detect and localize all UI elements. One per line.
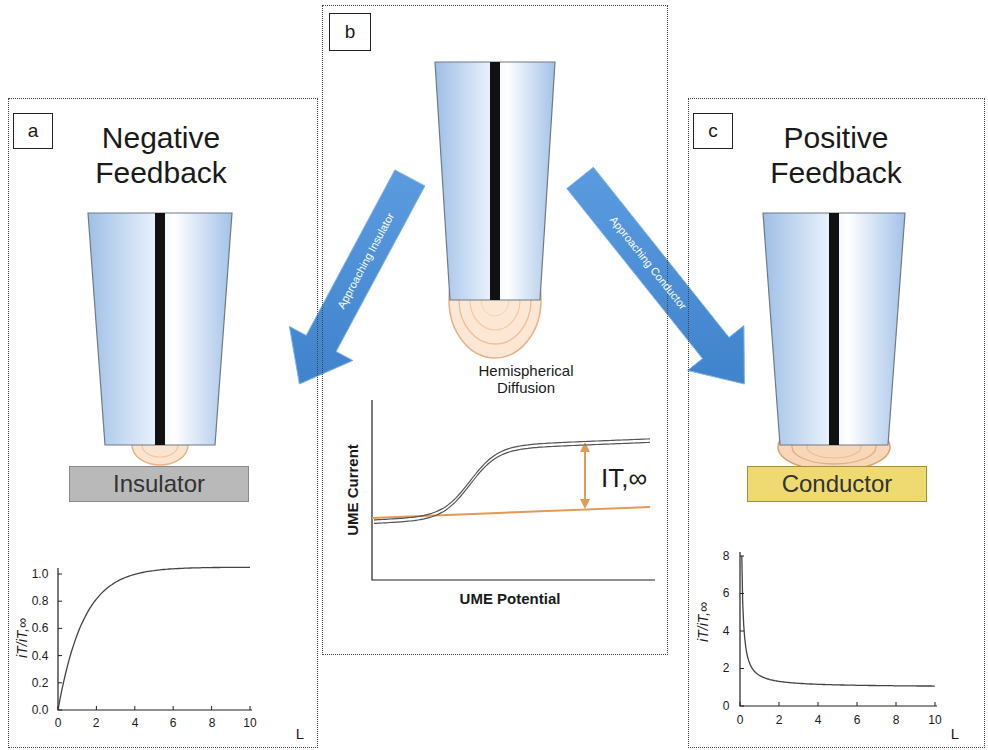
- substrate-box: Insulator: [69, 466, 249, 502]
- tick-mark: [58, 601, 62, 602]
- box-label: Conductor: [782, 470, 893, 498]
- tick-label: 2: [93, 717, 100, 729]
- panel-title: Hemispherical Diffusion: [466, 362, 586, 397]
- tick-label: 8: [723, 550, 730, 562]
- tick-mark: [58, 682, 62, 683]
- tick-label: 4: [815, 714, 822, 726]
- diffusion-panel: Hemispherical Diffusion b: [322, 5, 668, 655]
- tick-mark: [134, 706, 135, 710]
- tick-mark: [58, 710, 62, 711]
- tick-label: 0: [55, 717, 62, 729]
- feedback-panel: Negative Feedback aInsulator: [8, 98, 318, 748]
- tick-mark: [818, 702, 819, 706]
- curve: [374, 442, 650, 523]
- tick-mark: [857, 702, 858, 706]
- feedback-panel: Positive FeedbackcConductor: [688, 98, 985, 748]
- tick-mark: [173, 706, 174, 710]
- tick-mark: [740, 702, 741, 706]
- tick-label: 6: [854, 714, 861, 726]
- tick-mark: [740, 593, 744, 594]
- axis-label: L: [951, 726, 959, 741]
- chart-curves: [58, 439, 935, 710]
- tick-label: 6: [723, 587, 730, 599]
- panel-tag: a: [13, 113, 53, 149]
- tick-label: 2: [723, 662, 730, 674]
- curve: [742, 556, 935, 686]
- block-arrow: [567, 167, 745, 384]
- tick-label: 0.0: [32, 704, 49, 716]
- axis-label: iT/iT,∞: [15, 618, 29, 658]
- tick-mark: [58, 574, 62, 575]
- tick-mark: [740, 668, 744, 669]
- tick-label: 0.2: [32, 677, 49, 689]
- current-arrow: [580, 442, 590, 509]
- tick-label: 0.4: [32, 650, 49, 662]
- axis-label: L: [296, 726, 304, 741]
- panel-tag: c: [693, 113, 733, 149]
- panel-tag: b: [329, 13, 371, 51]
- tick-label: 0: [723, 700, 730, 712]
- tick-mark: [740, 631, 744, 632]
- substrate-box: Conductor: [747, 466, 927, 502]
- axis-label: UME Current: [345, 444, 360, 536]
- panel-title: Positive Feedback: [721, 121, 951, 190]
- tick-mark: [896, 702, 897, 706]
- tick-label: 2: [776, 714, 783, 726]
- axis-label: iT/iT,∞: [696, 602, 710, 642]
- tick-label: 0.6: [32, 622, 49, 634]
- baseline: [372, 507, 650, 518]
- tick-label: 0: [737, 714, 744, 726]
- tick-label: 8: [893, 714, 900, 726]
- block-arrow: [289, 170, 425, 384]
- arrow-label: Approaching Conductor: [608, 214, 689, 311]
- tick-mark: [96, 706, 97, 710]
- tick-label: 1.0: [32, 568, 49, 580]
- tick-label: 6: [170, 717, 177, 729]
- panel-title: Negative Feedback: [46, 121, 276, 190]
- panel-letter: b: [345, 21, 356, 43]
- axis-label: IT,∞: [601, 465, 647, 491]
- tick-mark: [779, 702, 780, 706]
- tick-mark: [58, 655, 62, 656]
- chart-axes: [58, 400, 937, 710]
- tick-mark: [58, 706, 59, 710]
- tick-mark: [740, 706, 744, 707]
- curve: [58, 567, 250, 710]
- tick-label: 0.8: [32, 595, 49, 607]
- tick-label: 10: [928, 714, 941, 726]
- tick-label: 4: [132, 717, 139, 729]
- tick-mark: [211, 706, 212, 710]
- tick-label: 10: [243, 717, 256, 729]
- box-label: Insulator: [113, 470, 205, 498]
- tick-mark: [58, 628, 62, 629]
- panel-letter: a: [28, 120, 39, 142]
- tick-mark: [935, 702, 936, 706]
- ume-electrode: [88, 62, 905, 445]
- panel-letter: c: [708, 120, 718, 142]
- axis-label: UME Potential: [460, 591, 561, 606]
- tick-label: 4: [723, 625, 730, 637]
- tick-mark: [740, 556, 744, 557]
- tick-label: 8: [209, 717, 216, 729]
- tick-mark: [250, 706, 251, 710]
